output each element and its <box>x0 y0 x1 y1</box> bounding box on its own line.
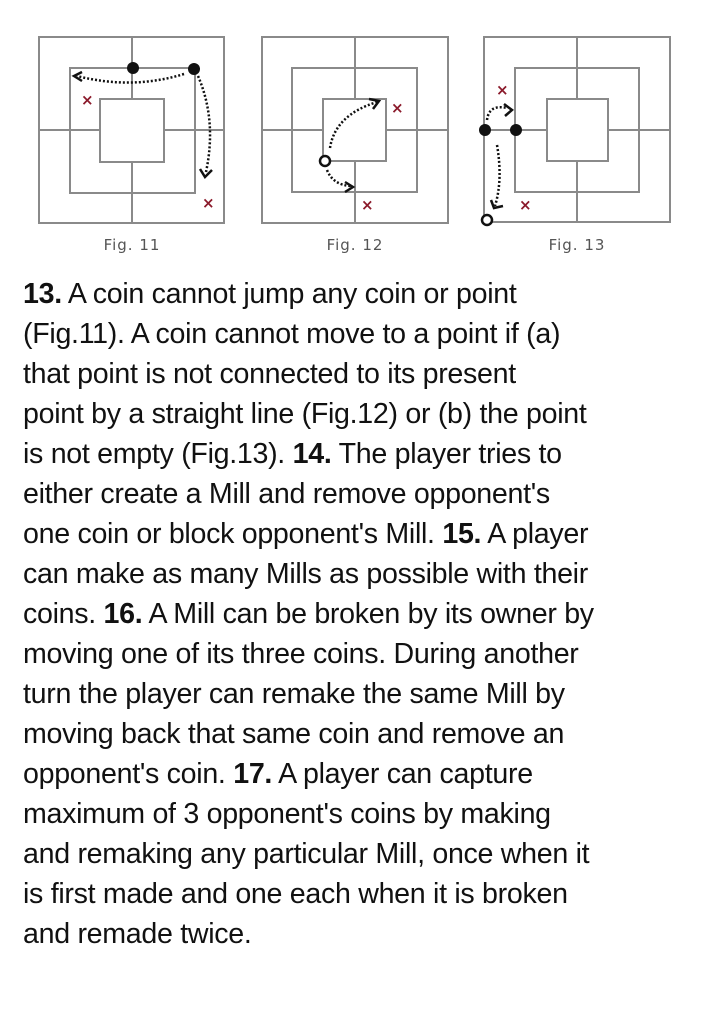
x-mark-icon: × <box>202 194 215 212</box>
arrowhead-icon <box>503 103 514 117</box>
figures-row: × × Fig. 11 × × Fig <box>0 0 724 270</box>
arrowhead-icon <box>198 168 213 179</box>
board-diagram-13: × × <box>479 36 671 227</box>
text-line: and remade twice. <box>23 918 252 950</box>
black-coin-icon <box>510 124 522 136</box>
text-line: one coin or block opponent's Mill. 15. A… <box>23 518 589 550</box>
rule-number: 15. <box>442 518 482 550</box>
board-diagram-12: × × <box>261 36 449 224</box>
x-mark-icon: × <box>81 91 94 109</box>
figure-11: × × Fig. 11 <box>32 30 232 270</box>
text-line: either create a Mill and remove opponent… <box>23 478 550 510</box>
text-line: coins. 16. A Mill can be broken by its o… <box>23 598 594 630</box>
arrowhead-icon <box>368 97 382 110</box>
text-line: maximum of 3 opponent's coins by making <box>23 798 551 830</box>
rule-number: 13. <box>23 278 62 310</box>
text-line: moving one of its three coins. During an… <box>23 638 579 670</box>
arrowhead-icon <box>344 180 356 194</box>
arrowhead-icon <box>489 199 504 210</box>
text-line: is not empty (Fig.13). 14. The player tr… <box>23 438 562 470</box>
rule-number: 17. <box>233 758 273 790</box>
figure-13: × × Fig. 13 <box>477 30 677 270</box>
figure-12: × × Fig. 12 <box>255 30 455 270</box>
text-line: is first made and one each when it is br… <box>23 878 568 910</box>
rules-text: 13. A coin cannot jump any coin or point… <box>23 274 703 954</box>
black-coin-icon <box>188 63 200 75</box>
hollow-coin-icon <box>318 154 332 168</box>
text-line: opponent's coin. 17. A player can captur… <box>23 758 533 790</box>
rule-number: 16. <box>103 598 143 630</box>
text-line: that point is not connected to its prese… <box>23 358 516 390</box>
text-line: moving back that same coin and remove an <box>23 718 565 750</box>
x-mark-icon: × <box>519 196 532 214</box>
text-line: 13. A coin cannot jump any coin or point <box>23 278 517 310</box>
text-line: can make as many Mills as possible with … <box>23 558 588 590</box>
text-line: turn the player can remake the same Mill… <box>23 678 565 710</box>
arrowhead-icon <box>71 70 83 83</box>
x-mark-icon: × <box>496 81 509 99</box>
black-coin-icon <box>127 62 139 74</box>
rule-number: 14. <box>292 438 332 470</box>
x-mark-icon: × <box>391 99 404 117</box>
figure-caption: Fig. 12 <box>326 236 384 254</box>
figure-caption: Fig. 13 <box>548 236 606 254</box>
text-line: and remaking any particular Mill, once w… <box>23 838 590 870</box>
x-mark-icon: × <box>361 196 374 214</box>
hollow-coin-icon <box>480 213 494 227</box>
text-line: (Fig.11). A coin cannot move to a point … <box>23 318 561 350</box>
board-diagram-11: × × <box>38 36 225 224</box>
text-line: point by a straight line (Fig.12) or (b)… <box>23 398 587 430</box>
figure-caption: Fig. 11 <box>103 236 161 254</box>
black-coin-icon <box>479 124 491 136</box>
